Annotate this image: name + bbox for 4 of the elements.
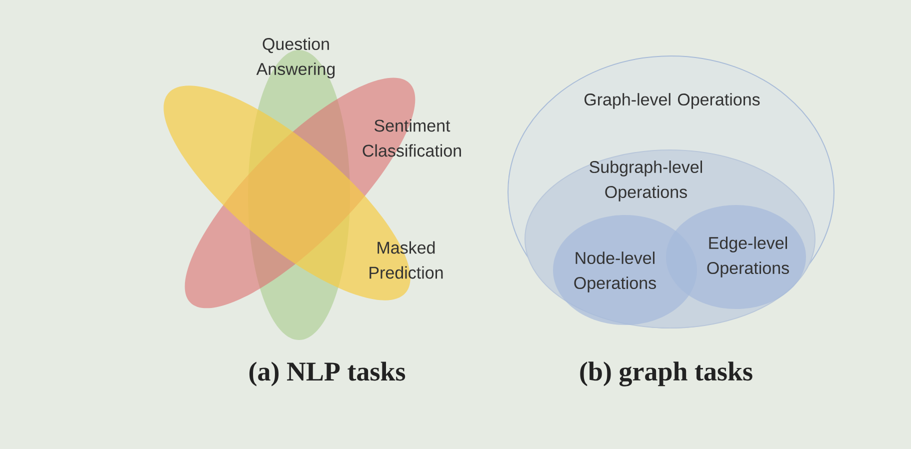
subfigure-caption: (b) graph tasks: [580, 362, 752, 386]
subfigure-caption: (a) NLP tasks: [249, 362, 406, 386]
region-label: Question Answering: [256, 38, 335, 78]
region-label: Sentiment Classification: [362, 119, 461, 157]
